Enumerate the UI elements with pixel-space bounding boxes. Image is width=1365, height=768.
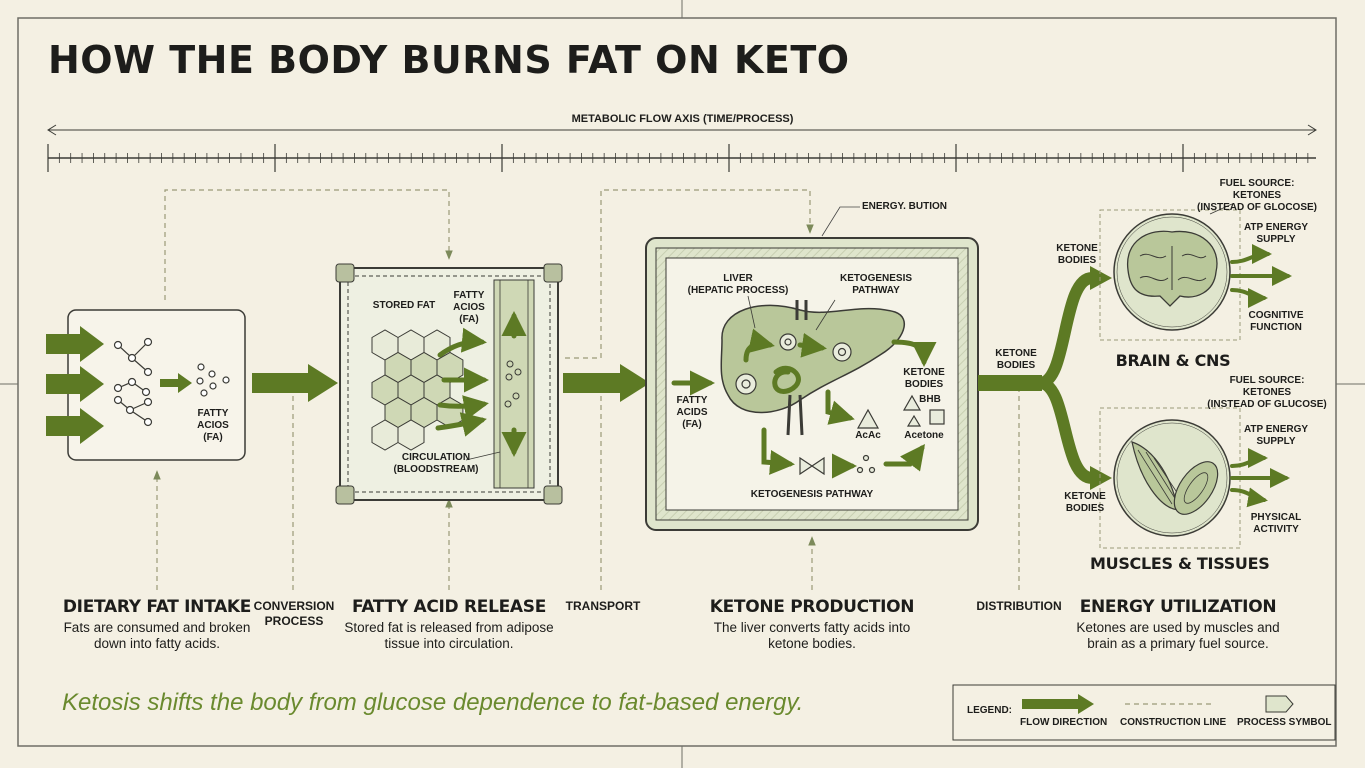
energy-callout: ENERGY. BUTION: [862, 201, 948, 212]
stage3-desc: The liver converts fatty acids into keto…: [713, 620, 911, 651]
muscle-illustration: [1099, 407, 1290, 549]
stage3-panel: [645, 237, 979, 531]
brain-function-label: COGNITIVE FUNCTION: [1248, 310, 1304, 333]
axis-label: METABOLIC FLOW AXIS (TIME/PROCESS): [571, 113, 794, 125]
stage1-desc: Fats are consumed and broken down into f…: [63, 620, 251, 651]
stage3-title: KETONE PRODUCTION: [709, 597, 915, 617]
bhb-label: BHB: [919, 394, 941, 405]
stage4-desc: Ketones are used by muscles and brain as…: [1076, 620, 1280, 651]
muscle-atp-label: ATP ENERGY SUPPLY: [1243, 424, 1309, 447]
muscle-title: MUSCLES & TISSUES: [1090, 554, 1270, 573]
tagline: Ketosis shifts the body from glucose dep…: [62, 689, 804, 716]
muscle-function-label: PHYSICAL ACTIVITY: [1250, 512, 1302, 535]
legend-process: PROCESS SYMBOL: [1237, 717, 1332, 728]
legend-construction: CONSTRUCTION LINE: [1120, 717, 1227, 728]
page-title: HOW THE BODY BURNS FAT ON KETO: [48, 38, 850, 82]
legend-flow: FLOW DIRECTION: [1020, 717, 1108, 728]
brain-title: BRAIN & CNS: [1115, 351, 1231, 370]
pathway-bottom-label: KETOGENESIS PATHWAY: [750, 489, 874, 500]
stage2-desc: Stored fat is released from adipose tiss…: [344, 620, 554, 651]
flow-arrow-1: [252, 364, 338, 402]
legend-label: LEGEND:: [967, 705, 1012, 716]
stage4-title: ENERGY UTILIZATION: [1079, 597, 1277, 617]
brain-atp-label: ATP ENERGY SUPPLY: [1243, 222, 1309, 245]
between-distribution: DISTRIBUTION: [976, 599, 1062, 613]
stage2-title: FATTY ACID RELEASE: [351, 597, 547, 617]
brain-illustration: [1099, 203, 1292, 341]
split-ketone-label: KETONE BODIES: [995, 348, 1037, 371]
stored-fat-label: STORED FAT: [372, 300, 436, 311]
legend-box: [952, 684, 1336, 741]
construction-lines: [153, 189, 1020, 590]
circulation-label: CIRCULATION (BLOODSTREAM): [393, 452, 479, 475]
between-conversion: CONVERSION PROCESS: [253, 599, 335, 628]
acac-label: AcAc: [855, 430, 881, 441]
liver-label: LIVER (HEPATIC PROCESS): [687, 273, 789, 296]
flow-arrow-2: [563, 364, 650, 402]
stage1-fa-label: FATTY ACIOS (FA): [197, 408, 229, 443]
stage3-fa-label: FATTY ACIDS (FA): [676, 395, 708, 430]
between-transport: TRANSPORT: [565, 599, 641, 613]
stage1-panel: [46, 309, 246, 461]
metabolic-axis: [47, 124, 1317, 172]
muscle-fuel-label: FUEL SOURCE: KETONES (INSTEAD OF GLUCOSE…: [1207, 375, 1327, 410]
stage1-title: DIETARY FAT INTAKE: [62, 597, 252, 617]
acetone-label: Acetone: [904, 430, 944, 441]
brain-branch-label: KETONE BODIES: [1056, 243, 1098, 266]
stage2-panel: [335, 263, 563, 505]
stage2-fa-label: FATTY ACIOS (FA): [453, 290, 485, 325]
brain-fuel-label: FUEL SOURCE: KETONES (INSTEAD OF GLOCOSE…: [1197, 178, 1317, 213]
pathway-top-label: KETOGENESIS PATHWAY: [839, 273, 913, 296]
flow-arrow-3: [978, 266, 1112, 490]
ketone-bodies-label: KETONE BODIES: [903, 367, 945, 390]
muscle-branch-label: KETONE BODIES: [1064, 491, 1106, 514]
